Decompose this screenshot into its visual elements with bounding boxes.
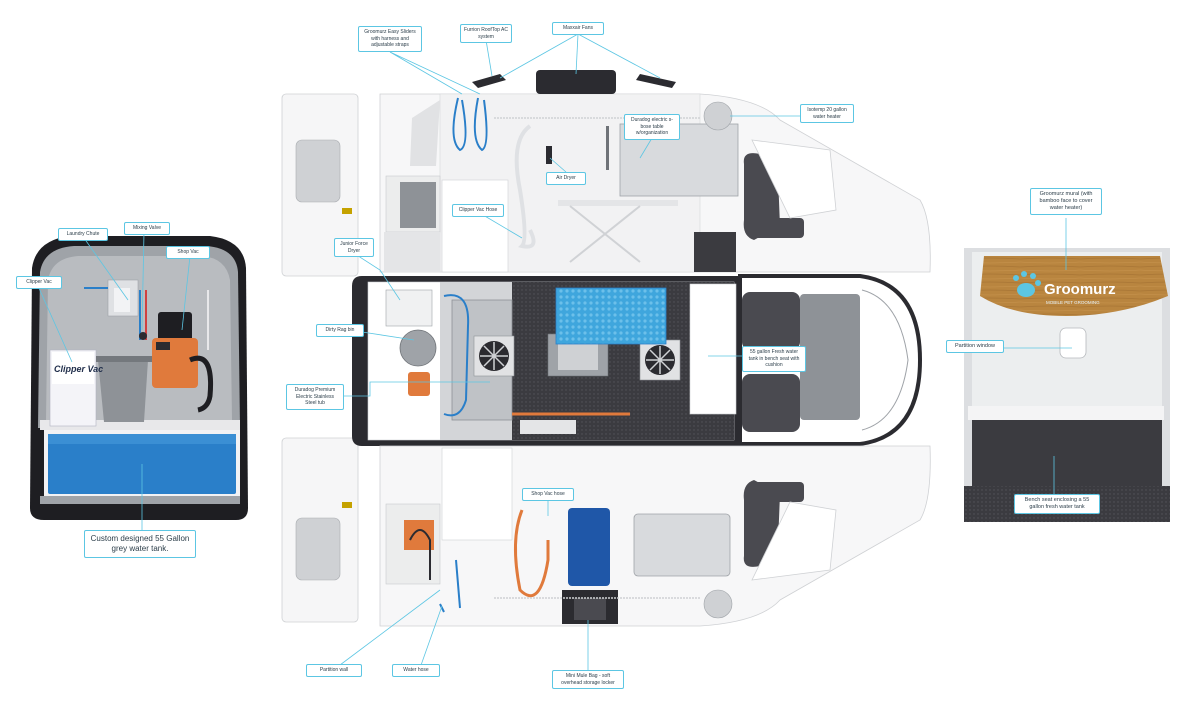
callout-grey-tank: Custom designed 55 Gallon grey water tan… (84, 530, 196, 558)
callout-furrion-ac: Furrion RoofTop AC system (460, 24, 512, 43)
callout-partition-wall: Partition wall (306, 664, 362, 677)
callout-partition-window: Partition window (946, 340, 1004, 353)
fresh-water-tank (555, 287, 667, 345)
callout-easy-sliders: Groomurz Easy Sliders with harness and a… (358, 26, 422, 52)
callout-clipper-vac: Clipper Vac (16, 276, 62, 289)
callout-water-hose: Water hose (392, 664, 440, 677)
callout-bench-seat: Bench seat enclosing a 55 gallon fresh w… (1014, 494, 1100, 514)
rear-view (30, 236, 248, 520)
callout-shop-vac: Shop Vac (166, 246, 210, 259)
blue-bin (568, 508, 610, 586)
furrion-ac (536, 70, 616, 94)
interior-view (964, 248, 1170, 522)
callout-mural: Groomurz mural (with bamboo face to cove… (1030, 188, 1102, 215)
van-top-view (281, 70, 931, 627)
callout-clipper-vac-hose: Clipper Vac Hose (452, 204, 504, 217)
bench-seat (972, 420, 1162, 486)
callout-duradog-table: Duradog electric s-bose table w/organiza… (624, 114, 680, 140)
callout-junior-force-dryer: Junior Force Dryer (334, 238, 374, 257)
callout-fresh-tank: 55 gallon Fresh water tank in bench seat… (742, 346, 806, 372)
dirty-rag-bin (399, 329, 437, 367)
callout-air-dryer: Air Dryer (546, 172, 586, 185)
groomurz-mural (980, 256, 1168, 316)
paw-icon (1013, 271, 1041, 297)
callout-mixing-valve: Mixing Valve (124, 222, 170, 235)
fan-icon (639, 339, 681, 381)
fan-icon (473, 335, 515, 377)
groomurz-logo: Groomurz (1044, 281, 1116, 298)
callout-isotemp: Isotemp 20 gallon water heater (800, 104, 854, 123)
callout-dirty-rag-bin: Dirty Rag bin (316, 324, 364, 337)
leader-lines (37, 33, 1072, 672)
callout-shop-vac-hose: Shop Vac hose (522, 488, 574, 501)
callout-laundry-chute: Laundry Chute (58, 228, 108, 241)
groomurz-tagline: MOBILE PET GROOMING (1046, 300, 1100, 305)
partition-window (1059, 327, 1087, 359)
callout-mini-mule: Mini Mule Bag - soft overhead storage lo… (552, 670, 624, 689)
clipper-vac-logo: Clipper Vac (54, 364, 103, 374)
callout-duradog-tub: Duradog Premium Electric Stainless Steel… (286, 384, 344, 410)
callout-maxxair-fans: Maxxair Fans (552, 22, 604, 35)
water-heater (703, 101, 733, 131)
shop-vac (158, 312, 192, 342)
